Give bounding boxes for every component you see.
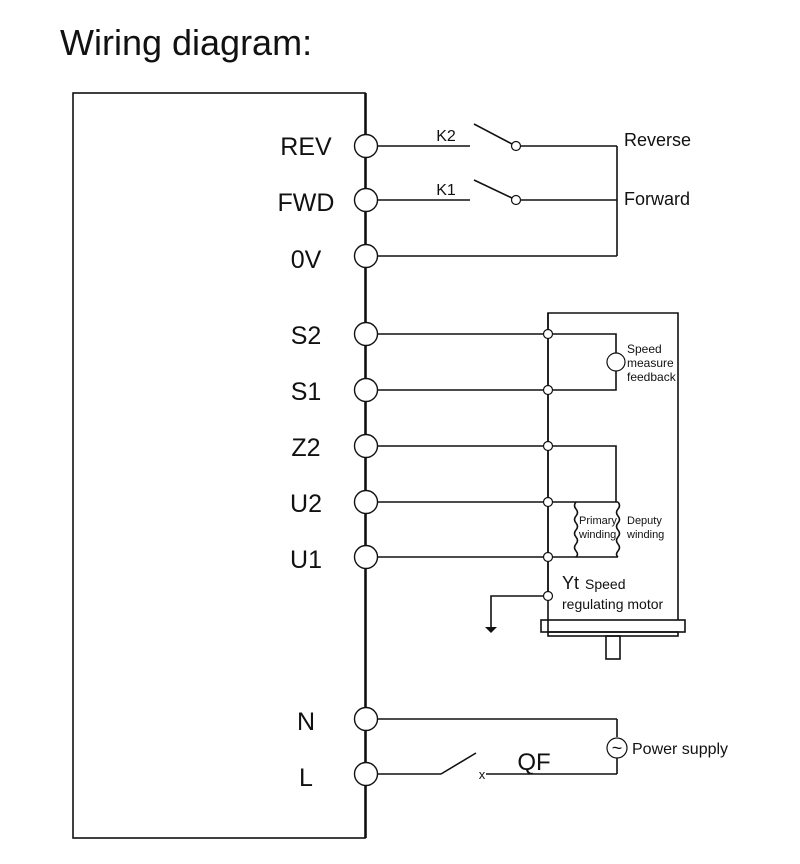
motor-name-label-1: Speed	[585, 576, 625, 592]
diagram-title: Wiring diagram:	[60, 22, 313, 63]
switch-k2-blade	[473, 123, 513, 145]
terminal-u1	[353, 544, 379, 570]
switch-k2-label: K2	[436, 128, 456, 145]
terminal-label-s1: S1	[291, 378, 322, 406]
wire-z2-loop	[552, 445, 617, 502]
node-s2	[542, 328, 554, 340]
terminal-label-rev: REV	[280, 133, 332, 161]
switch-qf-mark: x	[479, 767, 486, 782]
deputy-winding-coil-icon	[615, 501, 621, 558]
terminal-fwd	[353, 187, 379, 213]
terminal-u2	[353, 489, 379, 515]
motor-flange	[540, 619, 686, 633]
terminal-label-u2: U2	[290, 490, 322, 518]
motor-model-label: Yt	[562, 573, 579, 593]
switch-qf-label: QF	[517, 749, 550, 776]
label-reverse: Reverse	[624, 130, 691, 150]
terminal-label-z2: Z2	[291, 434, 320, 462]
motor-shaft	[605, 635, 621, 660]
switch-k1-blade	[473, 179, 513, 199]
power-supply-symbol: ~	[612, 738, 623, 758]
controller-box	[72, 92, 366, 839]
terminal-label-fwd: FWD	[278, 189, 335, 217]
terminal-s2	[353, 321, 379, 347]
primary-winding-label-2: winding	[578, 529, 616, 541]
terminal-0v	[353, 243, 379, 269]
switch-k1-contact	[510, 194, 522, 206]
deputy-winding-label-1: Deputy	[627, 515, 662, 527]
node-s1	[542, 384, 554, 396]
feedback-label-1: Speed	[627, 342, 662, 356]
wire-s2-feedback	[552, 333, 617, 353]
switch-qf-blade	[440, 752, 477, 775]
node-u2	[542, 496, 554, 508]
feedback-label-3: feedback	[627, 370, 677, 384]
terminal-label-l: L	[299, 764, 313, 792]
deputy-winding-label-2: winding	[626, 529, 664, 541]
wire-s1-feedback	[552, 371, 617, 391]
primary-winding-label-1: Primary	[579, 515, 617, 527]
wire-ground	[490, 595, 544, 627]
power-supply-label: Power supply	[632, 741, 728, 758]
primary-winding-coil-icon	[573, 501, 579, 558]
terminal-s1	[353, 377, 379, 403]
speed-feedback-sensor-icon	[606, 352, 626, 372]
terminal-rev	[353, 133, 379, 159]
ground-arrow-icon	[485, 627, 497, 633]
switch-k1-label: K1	[436, 182, 456, 199]
terminal-label-s2: S2	[291, 322, 322, 350]
terminal-l	[353, 761, 379, 787]
node-z2	[542, 440, 554, 452]
terminal-z2	[353, 433, 379, 459]
motor-name-label-2: regulating motor	[562, 596, 664, 612]
terminal-label-u1: U1	[290, 546, 322, 574]
feedback-label-2: measure	[627, 356, 674, 370]
switch-k2-contact	[510, 140, 522, 152]
node-u1	[542, 551, 554, 563]
label-forward: Forward	[624, 189, 690, 209]
node-ground	[542, 590, 554, 602]
terminal-n	[353, 706, 379, 732]
terminal-label-n: N	[297, 708, 315, 736]
terminal-label-0v: 0V	[291, 246, 322, 274]
